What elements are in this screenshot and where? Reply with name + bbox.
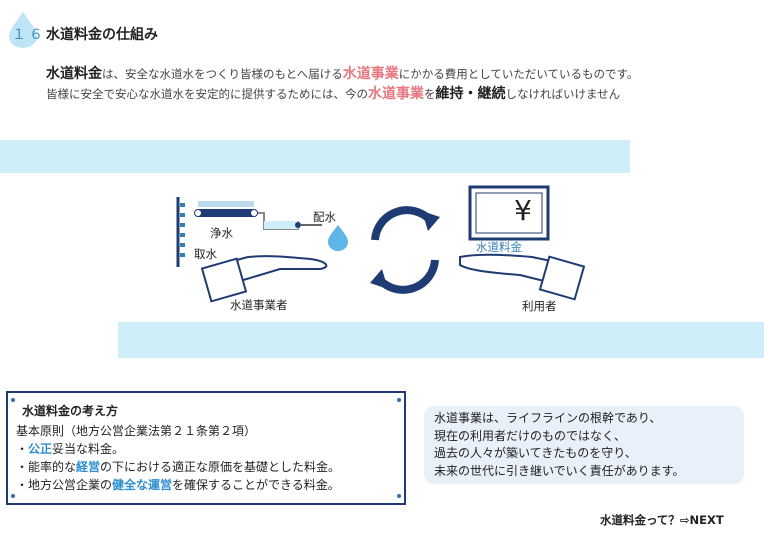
intro-continue-term: 継続 xyxy=(477,86,506,102)
highlight-management: 経営 xyxy=(76,460,101,474)
decorative-band-top xyxy=(0,140,630,173)
corner-dot xyxy=(11,494,15,498)
label-shusui: 取水 xyxy=(194,247,217,261)
principle-text: の下における適正な原価を基礎とした料金。 xyxy=(100,460,341,474)
intro-maintain-term: 維持 xyxy=(435,86,464,102)
note-line-1: 水道事業は、ライフラインの根幹であり、 xyxy=(434,411,662,425)
highlight-fair: 公正 xyxy=(28,442,53,456)
water-cycle-illustration xyxy=(176,185,586,303)
water-plant-icon xyxy=(176,197,348,267)
principle-text: 妥当な料金。 xyxy=(52,442,125,456)
intro-fee-term: 水道料金 xyxy=(46,66,102,82)
intro-text: しなければいけません xyxy=(505,87,621,101)
intro-text: を xyxy=(424,87,436,101)
slide-number: １６ xyxy=(12,27,46,43)
corner-dot xyxy=(11,398,15,402)
note-line-4: 未来の世代に引き継いでいく責任があります。 xyxy=(434,463,685,478)
highlight-sound-operation: 健全な運営 xyxy=(112,478,173,492)
page-title: 水道料金の仕組み xyxy=(46,27,158,43)
principle-item-2: ・能率的な経営の下における適正な原価を基礎とした料金。 xyxy=(16,458,340,475)
cycle-arrows-icon xyxy=(371,206,439,294)
principle-text: ・能率的な xyxy=(16,460,77,474)
principles-basis: 基本原則（地方公営企業法第２１条第２項） xyxy=(16,424,257,438)
note-line-2: 現在の利用者だけのものではなく、 xyxy=(434,428,627,443)
intro-separator: ・ xyxy=(463,86,478,102)
intro-text: にかかる費用としていただいているものです。 xyxy=(398,67,639,81)
yen-icon: ¥ xyxy=(514,194,532,227)
principle-item-3: ・地方公営企業の健全な運営を確保することができる料金。 xyxy=(16,476,340,493)
intro-business-term: 水道事業 xyxy=(342,66,399,82)
decorative-band-bottom xyxy=(118,322,764,358)
corner-dot xyxy=(397,494,401,498)
principle-text: ・地方公営企業の xyxy=(16,478,113,492)
intro-business-term: 水道事業 xyxy=(368,86,424,102)
water-drop-icon xyxy=(9,12,37,48)
intro-line-1: 水道料金は、安全な水道水をつくり皆様のもとへ届ける水道事業にかかる費用としていた… xyxy=(46,63,638,83)
label-water-fee: 水道料金 xyxy=(476,240,522,254)
note-line-3: 過去の人々が築いてきたものを守り、 xyxy=(434,446,637,460)
label-haisui: 配水 xyxy=(313,210,336,224)
bullet: ・ xyxy=(16,442,29,456)
principles-title: 水道料金の考え方 xyxy=(22,404,119,418)
label-jousui: 浄水 xyxy=(210,226,233,240)
label-user: 利用者 xyxy=(522,299,557,313)
responsibility-note: 水道事業は、ライフラインの根幹であり、 現在の利用者だけのものではなく、 過去の… xyxy=(424,406,744,484)
fee-principles-box: 水道料金の考え方 基本原則（地方公営企業法第２１条第２項） ・公正妥当な料金。 … xyxy=(6,391,406,505)
principle-item-1: ・公正妥当な料金。 xyxy=(16,440,124,457)
principle-text: を確保することができる料金。 xyxy=(172,478,340,492)
intro-text: は、安全な水道水をつくり皆様のもとへ届ける xyxy=(102,67,343,81)
intro-text: 皆様に安全で安心な水道水を安定的に提供するためには、今の xyxy=(46,87,368,101)
corner-dot xyxy=(397,398,401,402)
label-water-provider: 水道事業者 xyxy=(230,298,288,312)
intro-line-2: 皆様に安全で安心な水道水を安定的に提供するためには、今の水道事業を維持・継続しな… xyxy=(46,83,620,103)
next-link[interactable]: 水道料金って？⇨NEXT xyxy=(600,513,724,527)
